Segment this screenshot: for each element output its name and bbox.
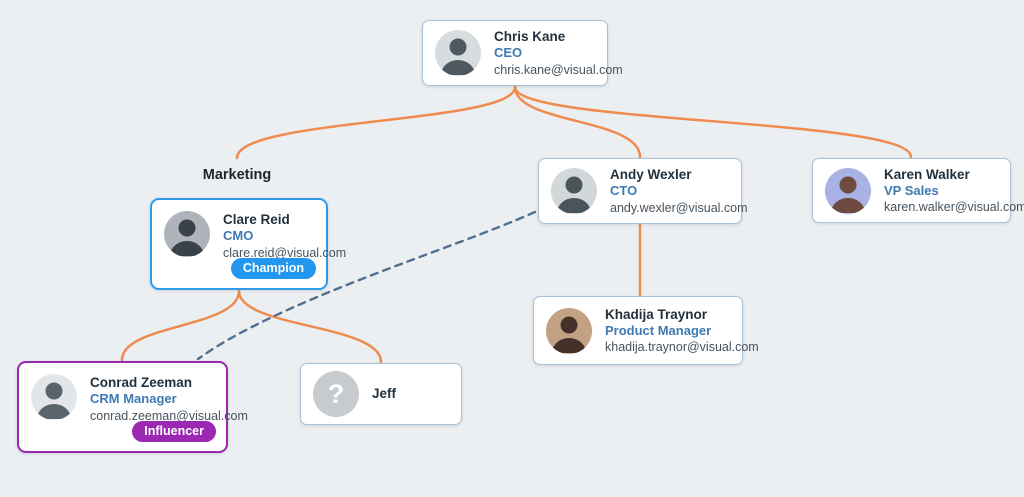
link-ceo-to-andy <box>513 85 642 159</box>
unknown-person-icon: ? <box>313 371 359 417</box>
person-email: khadija.traynor@visual.com <box>605 340 759 355</box>
person-title: Product Manager <box>605 322 712 338</box>
person-name: Conrad Zeeman <box>90 375 193 390</box>
person-name: Chris Kane <box>494 29 566 45</box>
person-card-karen-walker[interactable]: Karen Walker VP Sales karen.walker@visua… <box>812 158 1024 223</box>
person-email: conrad.zeeman@visual.com <box>90 408 248 423</box>
person-name: Andy Wexler <box>610 167 692 183</box>
person-info: Chris Kane CEO chris.kane@visual.com <box>494 28 623 78</box>
person-title: CEO <box>494 45 523 61</box>
person-info: Karen Walker VP Sales karen.walker@visua… <box>884 166 1024 216</box>
person-title: VP Sales <box>884 182 939 198</box>
avatar-khadija-traynor <box>546 307 592 354</box>
person-email: karen.walker@visual.com <box>884 200 1024 215</box>
link-ceo-to-karen <box>513 85 913 159</box>
person-title: CMO <box>223 228 254 244</box>
link-ceo-to-marketing <box>235 85 517 160</box>
avatar-clare-reid <box>164 211 210 257</box>
person-card-khadija-traynor[interactable]: Khadija Traynor Product Manager khadija.… <box>533 296 759 365</box>
person-info: Conrad Zeeman CRM Manager conrad.zeeman@… <box>90 374 248 424</box>
person-name: Clare Reid <box>223 212 290 227</box>
group-label-marketing: Marketing <box>202 167 272 183</box>
link-clare-to-conrad <box>120 289 241 362</box>
person-card-andy-wexler[interactable]: Andy Wexler CTO andy.wexler@visual.com <box>538 158 748 224</box>
avatar-andy-wexler <box>551 168 597 214</box>
person-info: Jeff <box>372 385 396 402</box>
person-name: Jeff <box>372 386 397 402</box>
person-title: CTO <box>610 183 638 199</box>
person-card-clare-reid[interactable]: Clare Reid CMO clare.reid@visual.com Cha… <box>150 198 347 290</box>
champion-badge: Champion <box>230 258 316 279</box>
person-title: CRM Manager <box>90 391 177 407</box>
person-info: Khadija Traynor Product Manager khadija.… <box>605 306 759 356</box>
person-email: clare.reid@visual.com <box>223 245 347 260</box>
link-clare-to-jeff <box>237 289 383 364</box>
person-card-chris-kane[interactable]: Chris Kane CEO chris.kane@visual.com <box>422 20 623 86</box>
person-email: chris.kane@visual.com <box>494 62 623 77</box>
person-info: Clare Reid CMO clare.reid@visual.com <box>223 211 347 261</box>
avatar-conrad-zeeman <box>31 374 77 420</box>
person-name: Khadija Traynor <box>605 306 708 322</box>
influencer-badge: Influencer <box>132 421 216 442</box>
avatar-chris-kane <box>435 30 481 76</box>
person-email: andy.wexler@visual.com <box>610 200 748 215</box>
person-info: Andy Wexler CTO andy.wexler@visual.com <box>610 166 748 216</box>
avatar-karen-walker <box>825 167 871 214</box>
person-card-jeff[interactable]: ? Jeff <box>300 363 462 425</box>
person-card-conrad-zeeman[interactable]: Conrad Zeeman CRM Manager conrad.zeeman@… <box>17 361 248 453</box>
person-name: Karen Walker <box>884 166 970 182</box>
